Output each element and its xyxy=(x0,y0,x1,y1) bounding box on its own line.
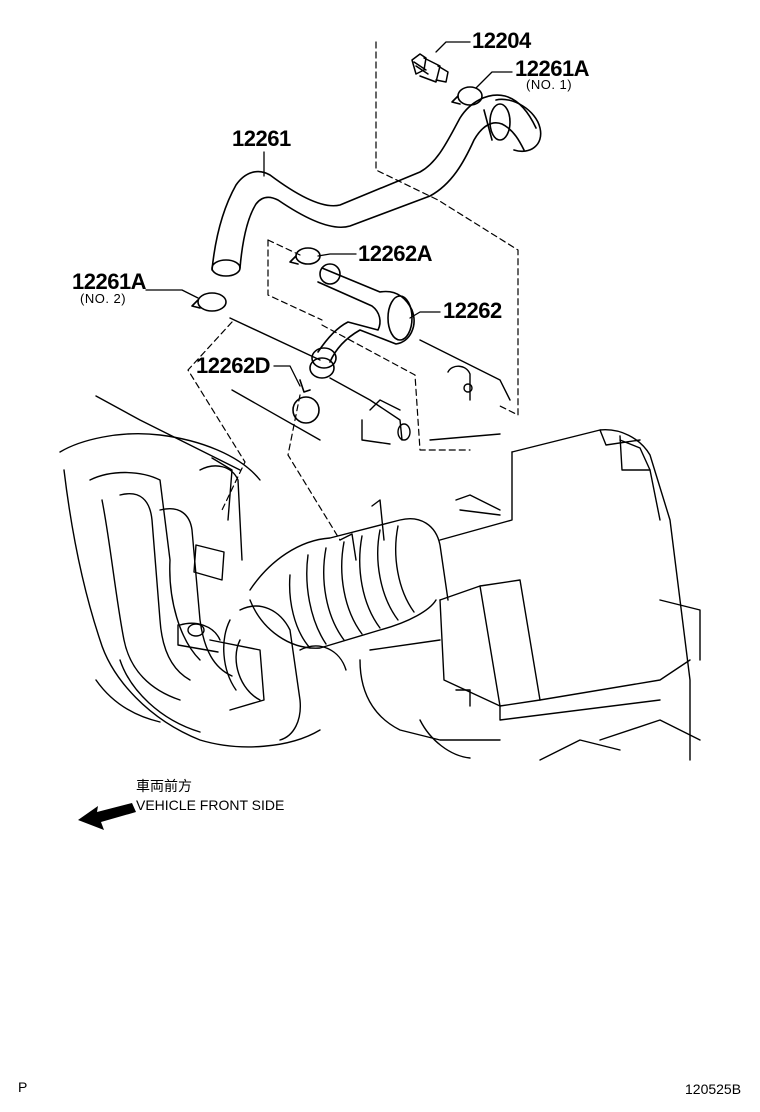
hose-12262 xyxy=(309,263,415,379)
part-label-12261: 12261 xyxy=(232,126,291,151)
part-note-no2: (NO. 2) xyxy=(80,291,127,306)
arrow-left-icon xyxy=(78,803,136,830)
part-label-12261a-no1: 12261A xyxy=(515,56,590,81)
direction-label-en: VEHICLE FRONT SIDE xyxy=(136,797,285,813)
direction-label-jp: 車両前方 xyxy=(136,778,192,794)
leader-lines xyxy=(145,41,513,387)
engine-body-lines xyxy=(229,317,511,445)
part-label-12262a: 12262A xyxy=(358,241,433,266)
hose-12261 xyxy=(211,94,542,277)
sensor-12204 xyxy=(411,53,449,83)
air-cleaner-box xyxy=(359,429,701,761)
part-label-12262d: 12262D xyxy=(196,353,271,378)
page-mark: P xyxy=(18,1079,28,1095)
part-note-no1: (NO. 1) xyxy=(526,77,573,92)
part-label-12261a-no2: 12261A xyxy=(72,269,147,294)
clip-12261a-no1 xyxy=(451,86,483,106)
cap-12262d xyxy=(292,379,320,424)
part-label-12262: 12262 xyxy=(443,298,502,323)
clip-12262a xyxy=(289,247,321,265)
intake-manifold xyxy=(59,395,347,748)
dashed-reference-lines xyxy=(187,41,519,541)
clip-12261a-no2 xyxy=(191,292,227,312)
air-intake-boot xyxy=(235,499,449,701)
illustration-code: 120525B xyxy=(685,1081,742,1097)
part-label-12204: 12204 xyxy=(472,28,531,53)
